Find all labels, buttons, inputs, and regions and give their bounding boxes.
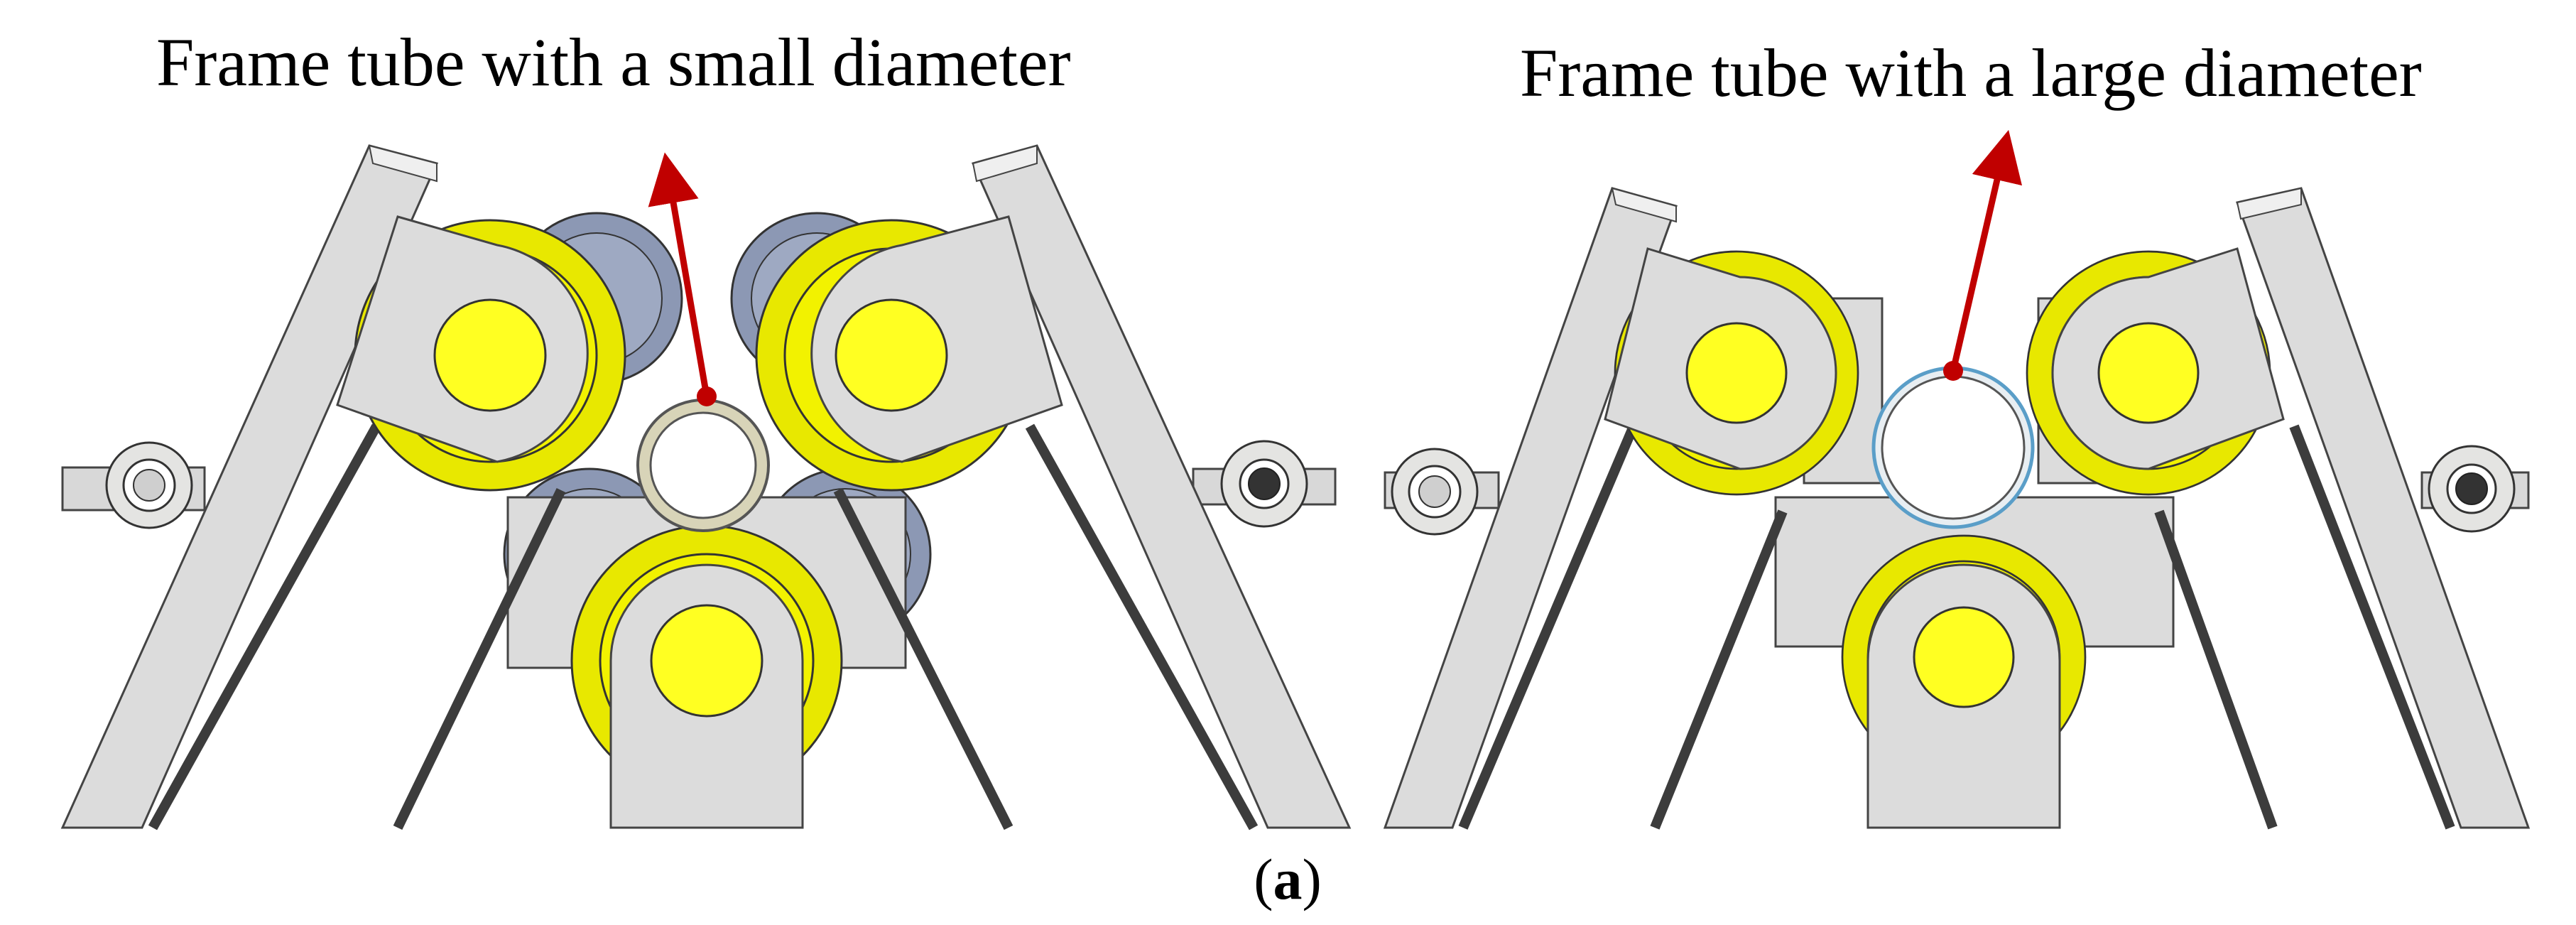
caption-close: ) bbox=[1303, 847, 1322, 912]
arrow-small-tube bbox=[648, 152, 710, 397]
bolt-eye-left bbox=[105, 441, 193, 529]
belt bbox=[393, 487, 566, 831]
belt bbox=[2289, 424, 2455, 830]
bolt-eye-left bbox=[1391, 448, 1479, 536]
arrow-large-tube bbox=[1950, 129, 2023, 372]
label-small-diameter: Frame tube with a small diameter bbox=[156, 24, 1071, 100]
bolt-eye-right bbox=[2428, 445, 2516, 533]
bolt-eye-right bbox=[1220, 440, 1308, 528]
panel-small-diameter: Frame tube with a small diameter bbox=[60, 24, 1352, 831]
arrow-dot bbox=[697, 386, 717, 406]
belt bbox=[1458, 424, 1638, 830]
caption-letter: a bbox=[1273, 847, 1303, 912]
caption: (a) bbox=[1254, 847, 1322, 912]
panel-large-diameter: Frame tube with a large diameter bbox=[1383, 35, 2531, 830]
caption-open: ( bbox=[1254, 847, 1273, 912]
belt bbox=[833, 487, 1013, 831]
belt bbox=[1650, 509, 1788, 830]
label-large-diameter: Frame tube with a large diameter bbox=[1520, 35, 2422, 111]
belt bbox=[1025, 423, 1259, 831]
belt bbox=[2154, 509, 2278, 830]
belt bbox=[148, 423, 381, 831]
arrow-dot bbox=[1943, 361, 1963, 381]
